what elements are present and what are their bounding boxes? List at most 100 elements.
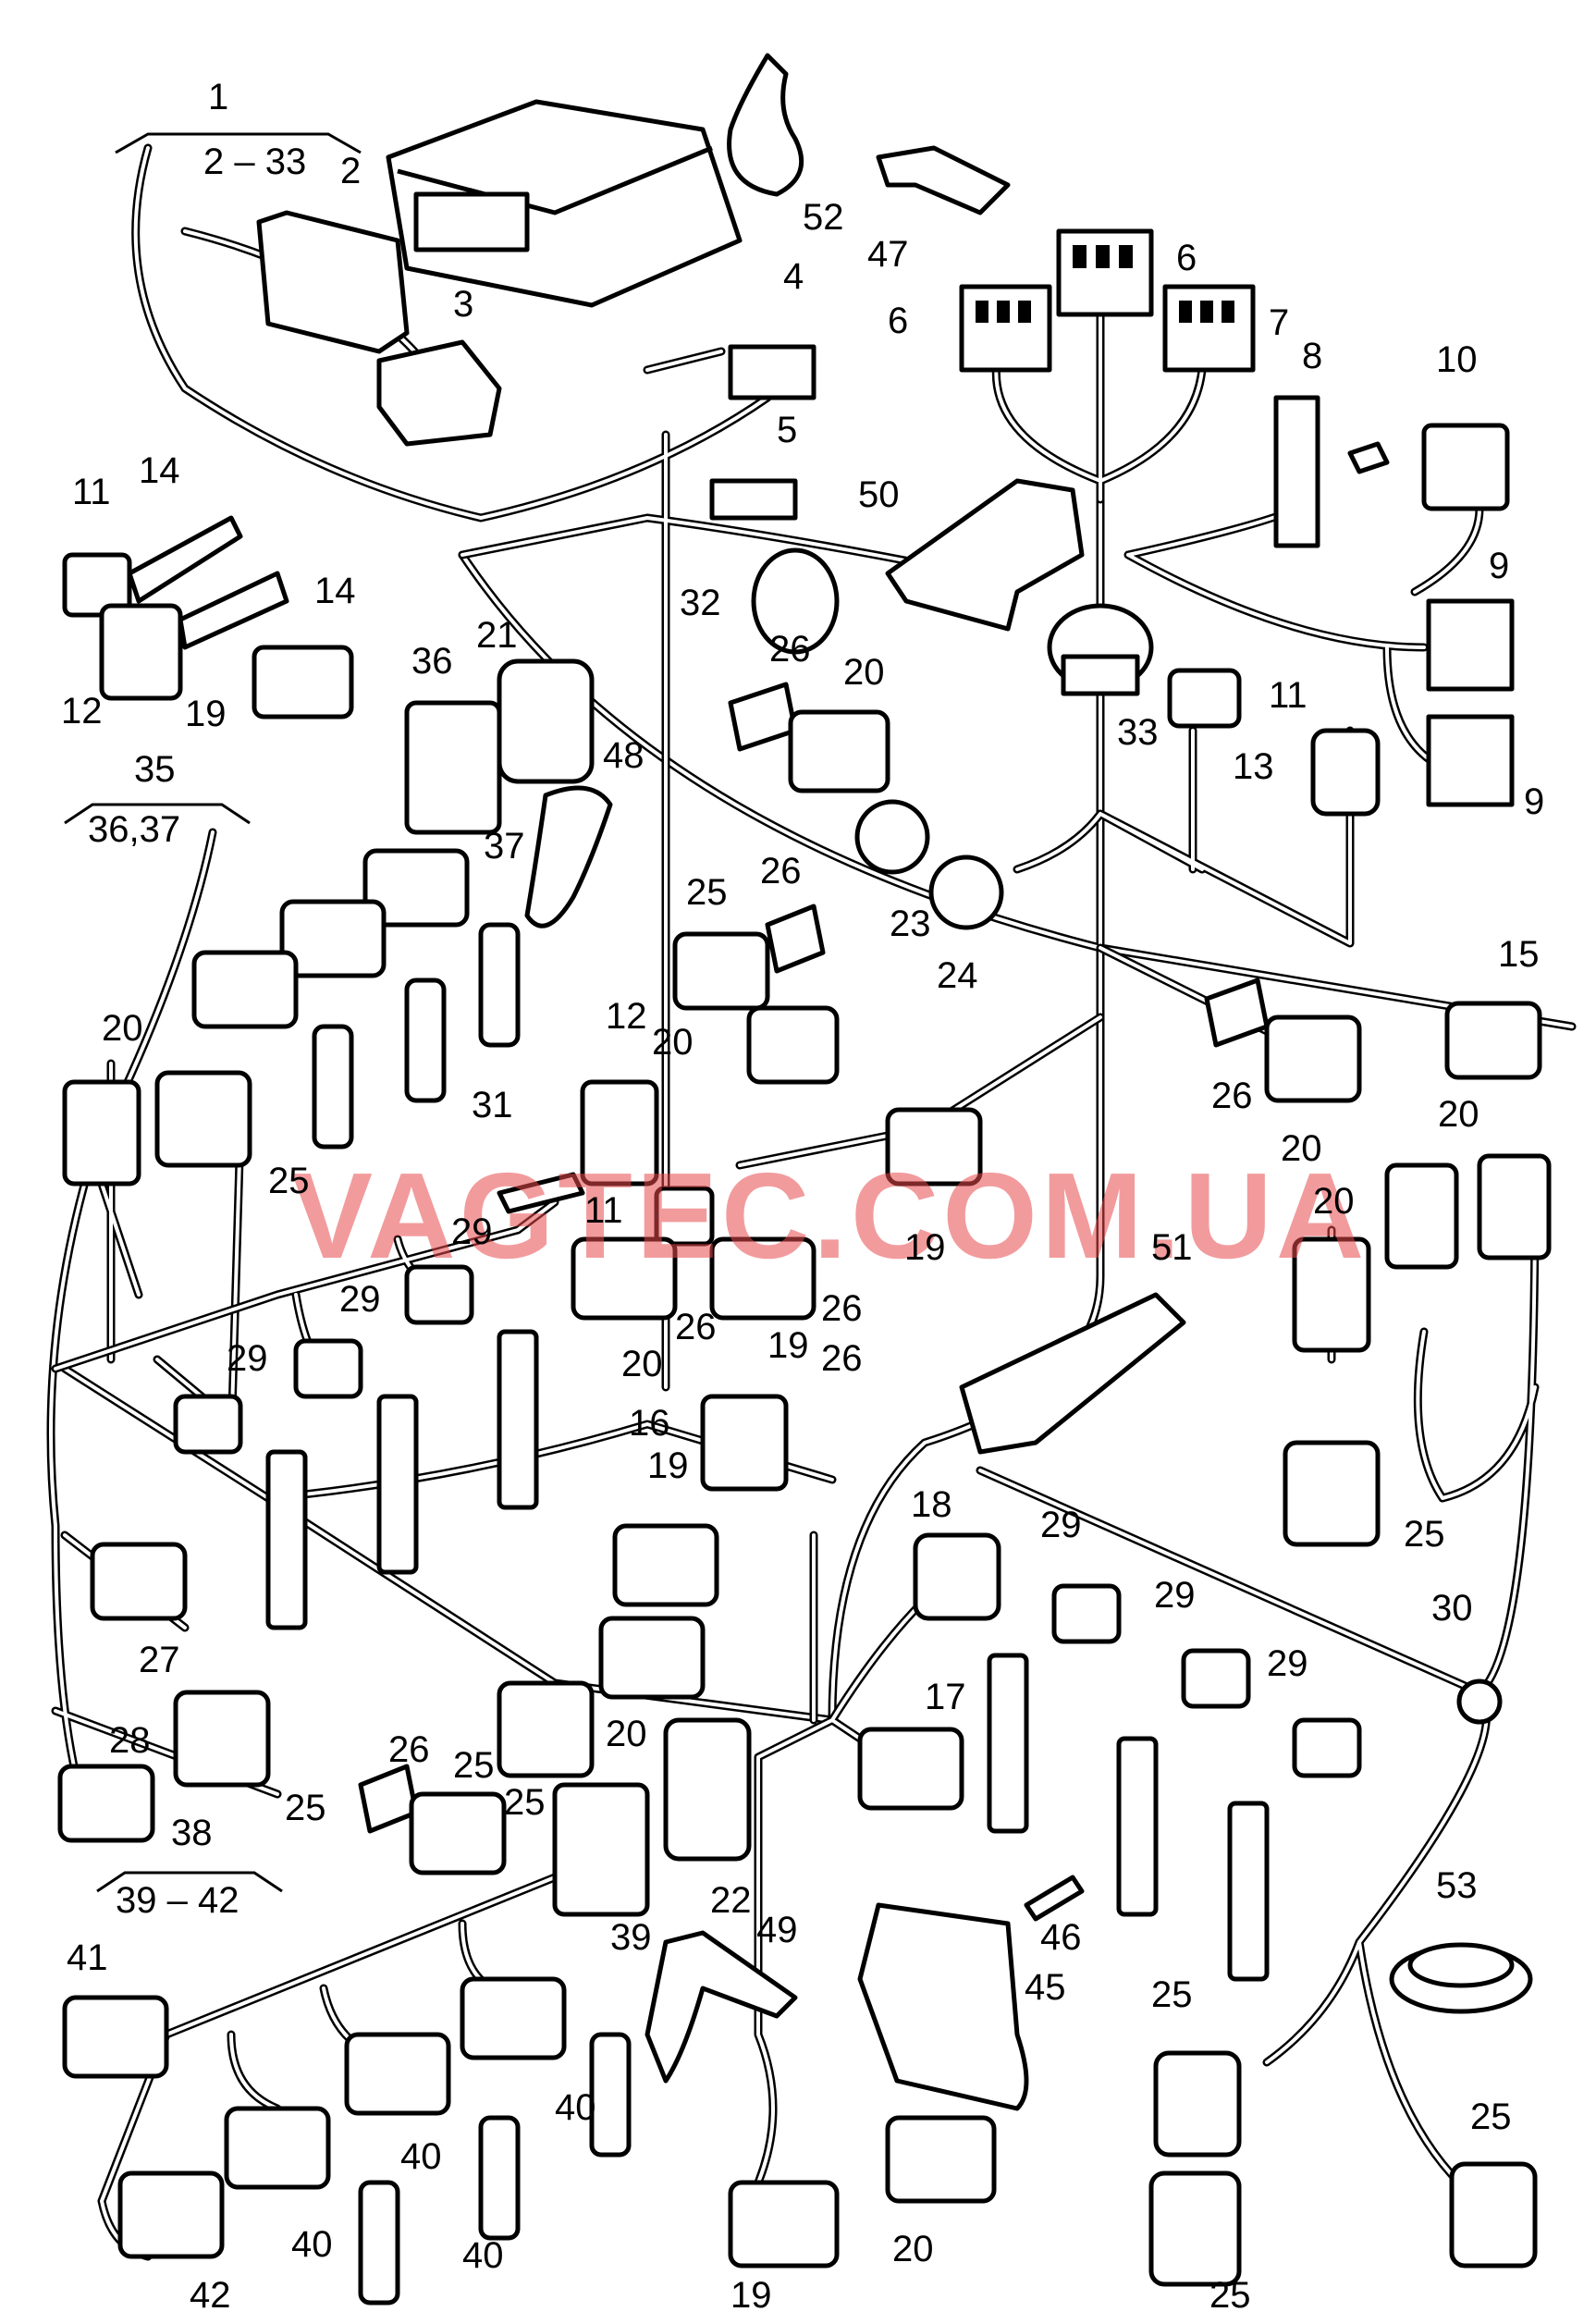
connector-20-bottom (885, 2115, 997, 2204)
label-21: 21 (476, 615, 518, 656)
connector-36-a (279, 899, 387, 978)
label-24: 24 (937, 955, 978, 996)
plug-29-f (1292, 1717, 1362, 1778)
label-20-center: 20 (652, 1022, 694, 1063)
ignition-coil-right-2 (1116, 1736, 1159, 1917)
label-39-42: 39 – 42 (116, 1880, 239, 1921)
label-1: 1 (208, 77, 228, 117)
label-12-center: 12 (606, 996, 647, 1037)
connector-25-bottom-right-a (1153, 2050, 1242, 2158)
ignition-coil-left-3 (265, 1449, 308, 1630)
label-6-left: 6 (888, 301, 908, 341)
sensor-connector-12-top (99, 603, 183, 701)
label-40-b: 40 (400, 2136, 442, 2177)
injector-upper-3 (312, 1024, 354, 1150)
label-9-top: 9 (1489, 546, 1509, 586)
relay-10 (1421, 423, 1510, 511)
wire-ignition-rail-left-core (54, 1200, 557, 1408)
label-10: 10 (1436, 339, 1478, 380)
label-29-d: 29 (1040, 1505, 1082, 1545)
injector-upper-2 (404, 978, 447, 1103)
label-20-center-lower: 20 (621, 1344, 663, 1384)
label-3: 3 (453, 284, 473, 325)
label-38: 38 (171, 1813, 213, 1853)
label-14-bottom: 14 (314, 571, 356, 611)
plug-23 (854, 799, 930, 875)
sensor-13 (1310, 728, 1381, 817)
label-25-center: 25 (686, 872, 728, 913)
part-number-labels: 1 2 – 33 2 3 4 5 52 47 6 6 7 8 10 9 9 50… (61, 77, 1544, 2316)
label-52: 52 (803, 197, 844, 238)
ignition-coil-right-1 (987, 1653, 1029, 1834)
connector-25-mid-left (173, 1690, 271, 1788)
label-14-top: 14 (139, 450, 180, 491)
connector-20-left (62, 1079, 141, 1187)
label-20-right: 20 (1281, 1128, 1322, 1169)
connector-2 (256, 210, 410, 354)
sensor-26-upper (728, 682, 798, 752)
label-42: 42 (190, 2275, 231, 2316)
label-41: 41 (67, 1937, 108, 1978)
label-2-33: 2 – 33 (203, 141, 306, 182)
wire-right-rail-core (978, 1191, 1537, 2203)
label-23: 23 (890, 904, 931, 944)
wire-right-branch-core (738, 729, 1352, 1167)
label-33: 33 (1117, 712, 1159, 753)
watermark: VAGTEC.COM.UA (291, 1148, 1368, 1284)
label-9-bottom: 9 (1524, 781, 1544, 822)
connector-25-bottom-right-c (1449, 2161, 1538, 2269)
label-26-center-lower-a: 26 (675, 1307, 717, 1347)
label-51: 51 (1151, 1227, 1193, 1268)
label-29-e: 29 (1154, 1575, 1196, 1616)
label-12-top-left: 12 (61, 691, 103, 732)
injector-bottom-1 (589, 2032, 632, 2158)
label-40-d: 40 (291, 2224, 333, 2265)
component-shapes (57, 53, 1552, 2306)
label-27: 27 (139, 1640, 180, 1680)
sensor-connector-11-top (62, 552, 132, 618)
label-26-upper: 26 (769, 629, 811, 670)
sensor-36 (404, 700, 502, 835)
injector-bottom-2 (478, 2115, 521, 2241)
label-4: 4 (783, 256, 804, 297)
label-17: 17 (925, 1677, 966, 1717)
connector-18 (913, 1532, 1001, 1621)
label-47: 47 (867, 234, 909, 275)
connector-20-right (1264, 1014, 1362, 1103)
label-20-right-top: 20 (1438, 1094, 1479, 1135)
sensor-26-right (1204, 978, 1270, 1048)
connector-4 (728, 344, 816, 400)
label-45: 45 (1025, 1967, 1066, 2008)
connector-16 (700, 1394, 789, 1492)
ignition-coil-right-3 (1227, 1801, 1270, 1982)
label-5: 5 (777, 410, 797, 450)
wire-top-right-branch-core (994, 285, 1481, 769)
label-19-center-lower: 19 (767, 1325, 809, 1366)
label-26-right: 26 (1211, 1076, 1253, 1116)
label-36: 36 (411, 641, 453, 682)
connector-19-mid (612, 1523, 719, 1607)
connector-40-b (344, 2032, 451, 2116)
label-15: 15 (1498, 934, 1540, 975)
label-25-mid-left: 25 (285, 1788, 326, 1828)
wire-right-branch (735, 726, 1355, 1170)
sensor-39 (552, 1782, 650, 1917)
connector-15 (1444, 1001, 1542, 1080)
connector-20-mid (598, 1616, 706, 1700)
injector-upper-1 (478, 922, 521, 1048)
injector-bottom-3 (358, 2180, 400, 2306)
plug-29-d (1051, 1583, 1122, 1644)
label-25-mid-center: 25 (504, 1782, 546, 1823)
label-25-right: 25 (1404, 1514, 1445, 1555)
label-20-upper: 20 (843, 652, 885, 693)
label-7: 7 (1269, 302, 1289, 343)
label-19-mid: 19 (647, 1445, 689, 1486)
connector-20-upper (788, 709, 890, 793)
protective-sleeve-14-bottom (178, 571, 289, 650)
connector-19-top-left (252, 645, 354, 719)
label-25-bottom-right-a: 25 (1151, 1974, 1193, 2015)
label-13: 13 (1233, 746, 1274, 787)
bracket-47 (876, 145, 1011, 215)
bracket-51 (959, 1292, 1186, 1455)
label-49: 49 (756, 1910, 798, 1950)
